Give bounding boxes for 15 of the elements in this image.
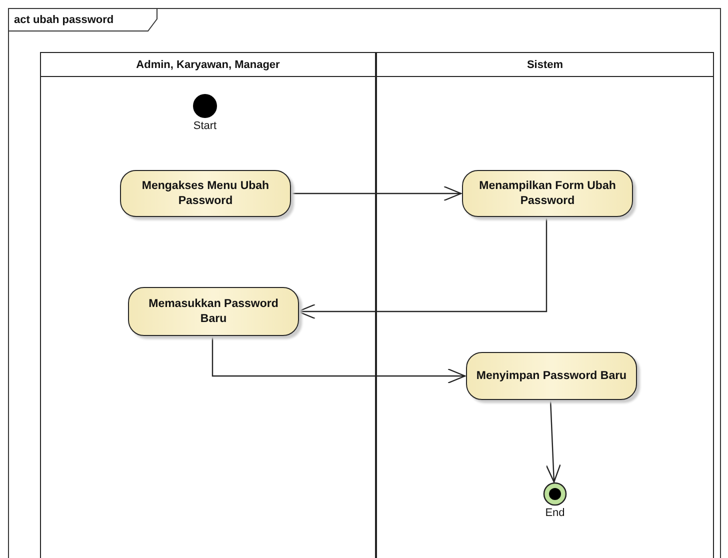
initial-node — [192, 93, 218, 119]
final-node — [543, 482, 567, 506]
action-box: Menampilkan Form Ubah Password — [462, 170, 633, 217]
action-box: Menyimpan Password Baru — [466, 352, 637, 400]
lane-title: Sistem — [526, 58, 564, 70]
action-box: Mengakses Menu Ubah Password — [120, 170, 291, 217]
arrow — [212, 336, 466, 384]
arrow — [546, 400, 561, 483]
node-caption: Start — [193, 120, 217, 132]
diagram-title: act ubah password — [14, 14, 114, 26]
node-caption: End — [545, 507, 565, 519]
action-box: Memasukkan Password Baru — [128, 287, 299, 336]
arrow — [297, 217, 548, 320]
lane-title: Admin, Karyawan, Manager — [136, 58, 280, 70]
arrow — [290, 186, 462, 202]
